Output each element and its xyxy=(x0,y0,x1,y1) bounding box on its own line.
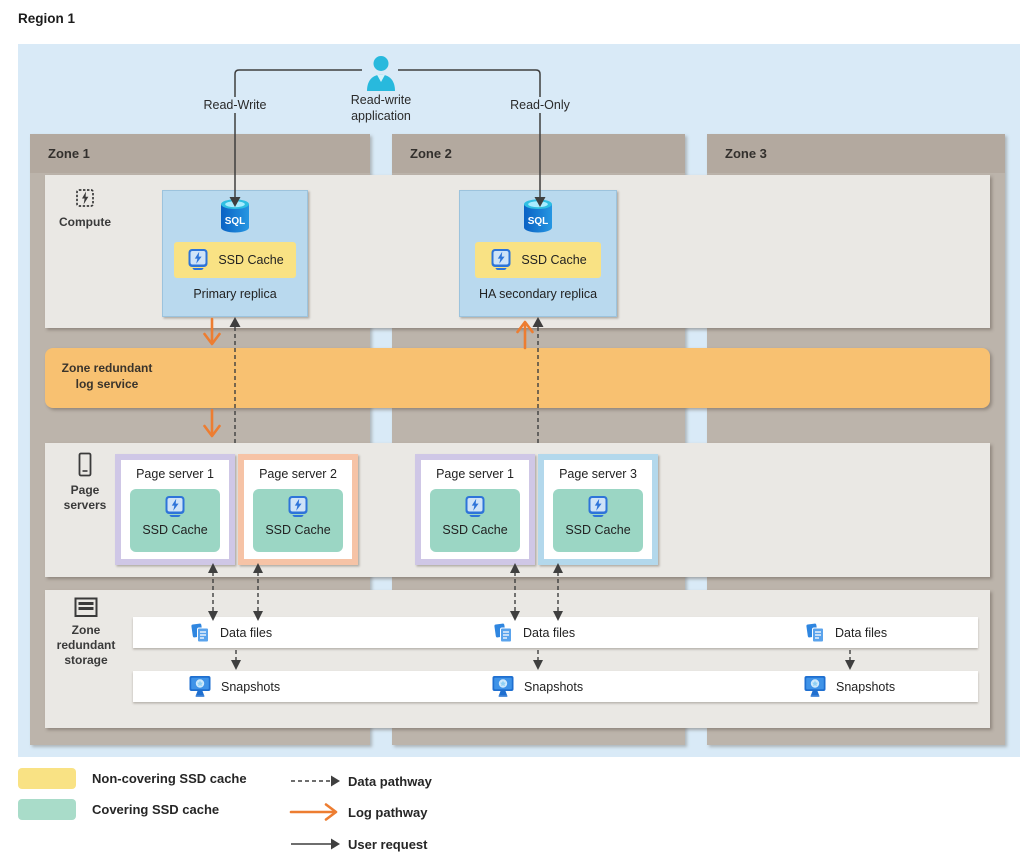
legend-swatch-noncovering xyxy=(18,768,76,789)
ha-secondary-replica-label: HA secondary replica xyxy=(478,287,598,301)
storage-rack-icon xyxy=(74,597,98,618)
cache-label: SSD Cache xyxy=(265,523,331,537)
snapshots-strip: Snapshots Snapshots Snap xyxy=(133,671,978,702)
primary-replica-label: Primary replica xyxy=(193,287,277,301)
page-server-z2-1-box: Page server 1 SSD Cache xyxy=(415,454,535,565)
cache-label: SSD Cache xyxy=(521,253,587,267)
read-write-label: Read-Write xyxy=(193,97,277,114)
data-files-label: Data files xyxy=(220,625,273,640)
compute-section-label: Compute xyxy=(49,186,121,230)
storage-band xyxy=(45,590,990,728)
snapshots-icon xyxy=(491,675,515,698)
server-tower-icon xyxy=(76,452,94,478)
log-service-band xyxy=(45,348,990,408)
cache-label: SSD Cache xyxy=(218,253,284,267)
ssd-drive-icon xyxy=(163,495,187,519)
page-server-title: Page server 1 xyxy=(136,467,214,481)
legend-swatch-covering xyxy=(18,799,76,820)
ssd-drive-icon xyxy=(586,495,610,519)
compute-chip-icon xyxy=(73,186,97,210)
legend-label-covering: Covering SSD cache xyxy=(92,802,220,817)
data-files-icon xyxy=(806,622,826,644)
zone-3-header: Zone 3 xyxy=(707,134,1005,173)
read-only-label: Read-Only xyxy=(499,97,581,114)
page-servers-section-label: Page servers xyxy=(49,452,121,513)
ssd-drive-icon xyxy=(489,248,513,272)
data-files-label: Data files xyxy=(523,625,576,640)
covering-cache-box: SSD Cache xyxy=(130,489,220,552)
ssd-drive-icon xyxy=(186,248,210,272)
snapshots-item-z3: Snapshots xyxy=(803,671,895,702)
legend-data-pathway-arrow xyxy=(291,775,340,787)
legend-log-pathway-arrow xyxy=(289,803,338,821)
page-server-title: Page server 1 xyxy=(436,467,514,481)
page-server-z2-3-box: Page server 3 SSD Cache xyxy=(538,454,658,565)
snapshots-item-z2: Snapshots xyxy=(491,671,583,702)
log-service-label: Zone redundant log service xyxy=(61,361,153,391)
zone-2-label: Zone 2 xyxy=(410,146,452,161)
noncovering-cache-bar: SSD Cache xyxy=(174,242,296,278)
cache-label: SSD Cache xyxy=(442,523,508,537)
zone-3-label: Zone 3 xyxy=(725,146,767,161)
data-files-strip: Data files Data files Data files xyxy=(133,617,978,648)
primary-replica-box: SQL SSD Cache Primary replica xyxy=(162,190,308,317)
covering-cache-box: SSD Cache xyxy=(253,489,343,552)
cache-label: SSD Cache xyxy=(565,523,631,537)
sql-label: SQL xyxy=(225,216,246,227)
data-files-item-z1: Data files xyxy=(191,617,272,648)
snapshots-label: Snapshots xyxy=(836,679,896,694)
data-files-icon xyxy=(494,622,514,644)
region-title: Region 1 xyxy=(18,11,76,26)
ssd-drive-icon xyxy=(463,495,487,519)
legend-label-log-pathway: Log pathway xyxy=(348,805,428,820)
sql-database-icon: SQL xyxy=(523,199,553,233)
zone-1-header: Zone 1 xyxy=(30,134,370,173)
legend-label-user-request: User request xyxy=(348,837,428,852)
application-label: Read-write application xyxy=(350,93,412,124)
snapshots-icon xyxy=(803,675,827,698)
legend-label-data-pathway: Data pathway xyxy=(348,774,432,789)
sql-label: SQL xyxy=(528,216,549,227)
legend-user-request-arrow xyxy=(291,838,340,850)
storage-label: Zone redundant storage xyxy=(56,623,116,667)
page-servers-label: Page servers xyxy=(63,483,107,512)
zone-2-header: Zone 2 xyxy=(392,134,685,173)
compute-label: Compute xyxy=(59,215,111,229)
ha-secondary-replica-box: SQL SSD Cache HA secondary replica xyxy=(459,190,617,317)
data-files-item-z3: Data files xyxy=(806,617,887,648)
snapshots-label: Snapshots xyxy=(221,679,281,694)
data-files-label: Data files xyxy=(835,625,888,640)
ssd-drive-icon xyxy=(286,495,310,519)
data-files-icon xyxy=(191,622,211,644)
zone-1-label: Zone 1 xyxy=(48,146,90,161)
page-server-title: Page server 3 xyxy=(559,467,637,481)
snapshots-label: Snapshots xyxy=(524,679,584,694)
page-server-title: Page server 2 xyxy=(259,467,337,481)
cache-label: SSD Cache xyxy=(142,523,208,537)
snapshots-icon xyxy=(188,675,212,698)
sql-database-icon: SQL xyxy=(220,199,250,233)
legend-label-noncovering: Non-covering SSD cache xyxy=(92,771,247,786)
covering-cache-box: SSD Cache xyxy=(553,489,643,552)
data-files-item-z2: Data files xyxy=(494,617,575,648)
page-server-z1-1-box: Page server 1 SSD Cache xyxy=(115,454,235,565)
storage-section-label: Zone redundant storage xyxy=(47,597,125,668)
snapshots-item-z1: Snapshots xyxy=(188,671,280,702)
covering-cache-box: SSD Cache xyxy=(430,489,520,552)
person-icon xyxy=(363,55,399,92)
noncovering-cache-bar: SSD Cache xyxy=(475,242,601,278)
page-server-z1-2-box: Page server 2 SSD Cache xyxy=(238,454,358,565)
